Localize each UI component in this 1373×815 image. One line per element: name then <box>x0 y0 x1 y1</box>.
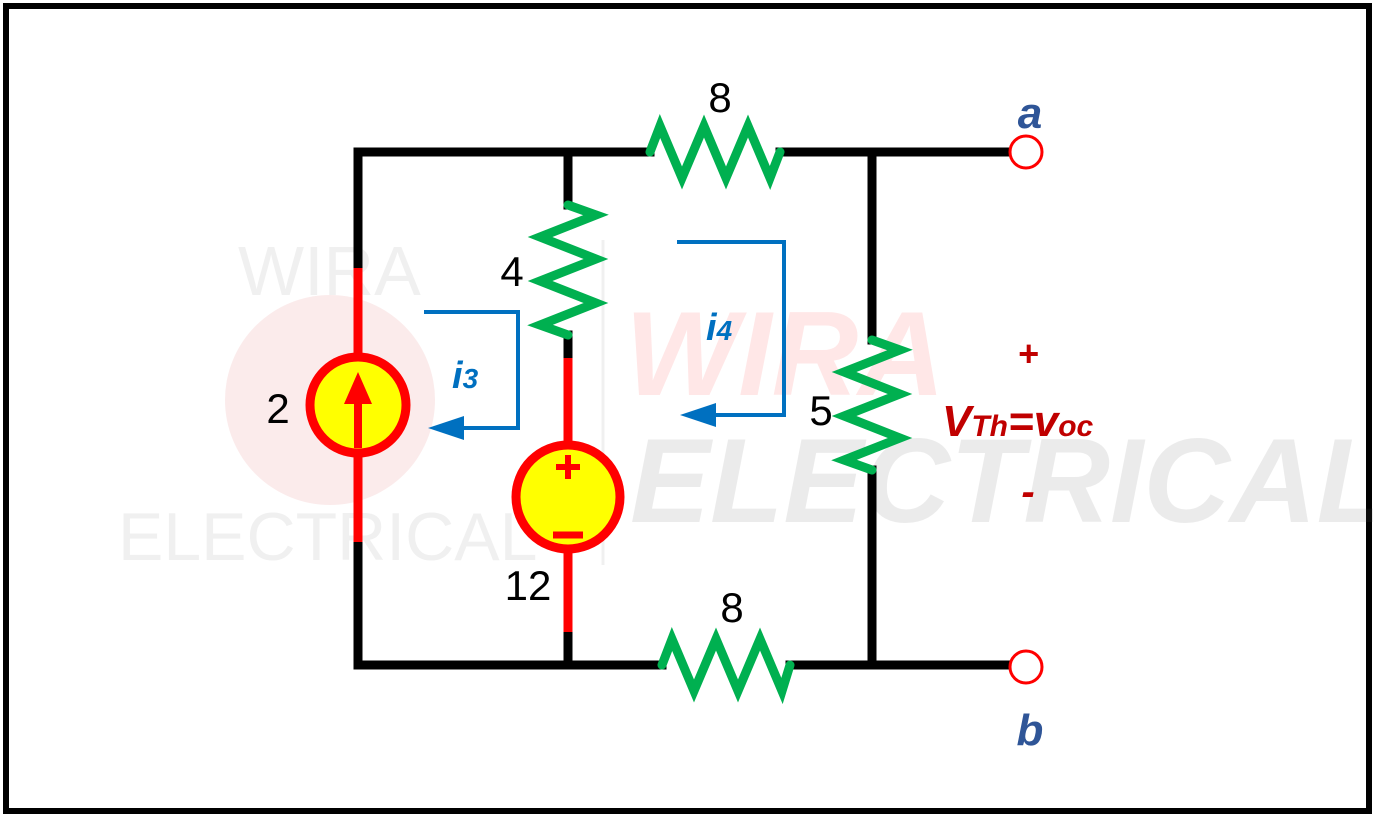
resistor-middle-label: 4 <box>500 248 523 295</box>
resistors <box>527 113 913 705</box>
voltage-source <box>511 440 625 554</box>
wires <box>353 147 1015 670</box>
terminal-b-circle <box>1008 649 1044 685</box>
loop-i3-label: i3 <box>452 355 479 397</box>
resistor-bottom <box>657 626 795 705</box>
resistor-top-label: 8 <box>708 74 731 121</box>
current-source-label: 2 <box>266 385 289 432</box>
resistor-right <box>831 335 913 475</box>
output-minus-label: - <box>1021 470 1034 514</box>
voltage-source-circle <box>511 440 625 554</box>
output-plus-label: + <box>1017 333 1038 374</box>
loop-i4-arrow-icon <box>680 403 716 427</box>
terminal-a-circle <box>1008 134 1044 170</box>
terminal-b-label: b <box>1017 706 1044 755</box>
loop-i4-path <box>677 240 786 417</box>
resistor-bottom-label: 8 <box>720 584 743 631</box>
loop-arrows <box>424 240 786 430</box>
watermark-small-top: WIRA <box>238 232 421 310</box>
loop-i3-arrow-icon <box>428 416 464 440</box>
resistor-right-label: 5 <box>809 387 832 434</box>
watermark-large-bottom: ELECTRICAL <box>630 414 1373 548</box>
wire-top-left <box>353 147 655 273</box>
watermark-small-bottom: ELECTRICAL <box>118 499 537 575</box>
terminal-a-label: a <box>1018 89 1042 138</box>
terminals <box>1008 134 1044 685</box>
voltage-source-label: 12 <box>505 562 552 609</box>
loop-i3-path <box>424 310 520 430</box>
up-arrow-icon <box>344 372 372 404</box>
loop-i4-label: i4 <box>706 307 733 349</box>
resistor-middle <box>527 200 609 340</box>
resistor-top <box>645 113 785 191</box>
wire-bottom-left <box>353 537 667 670</box>
vth-label: VTh=voc <box>942 397 1094 446</box>
current-source <box>305 352 411 458</box>
